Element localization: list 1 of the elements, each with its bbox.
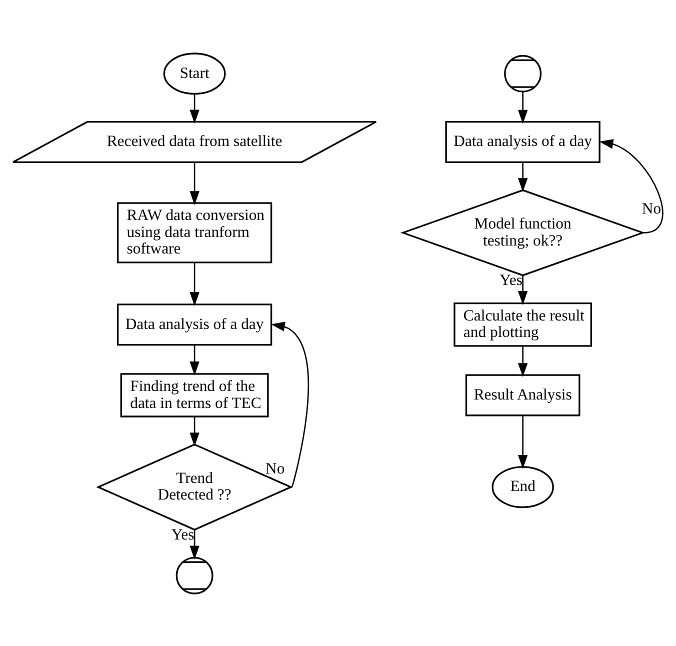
edge-label: No [266, 460, 285, 477]
